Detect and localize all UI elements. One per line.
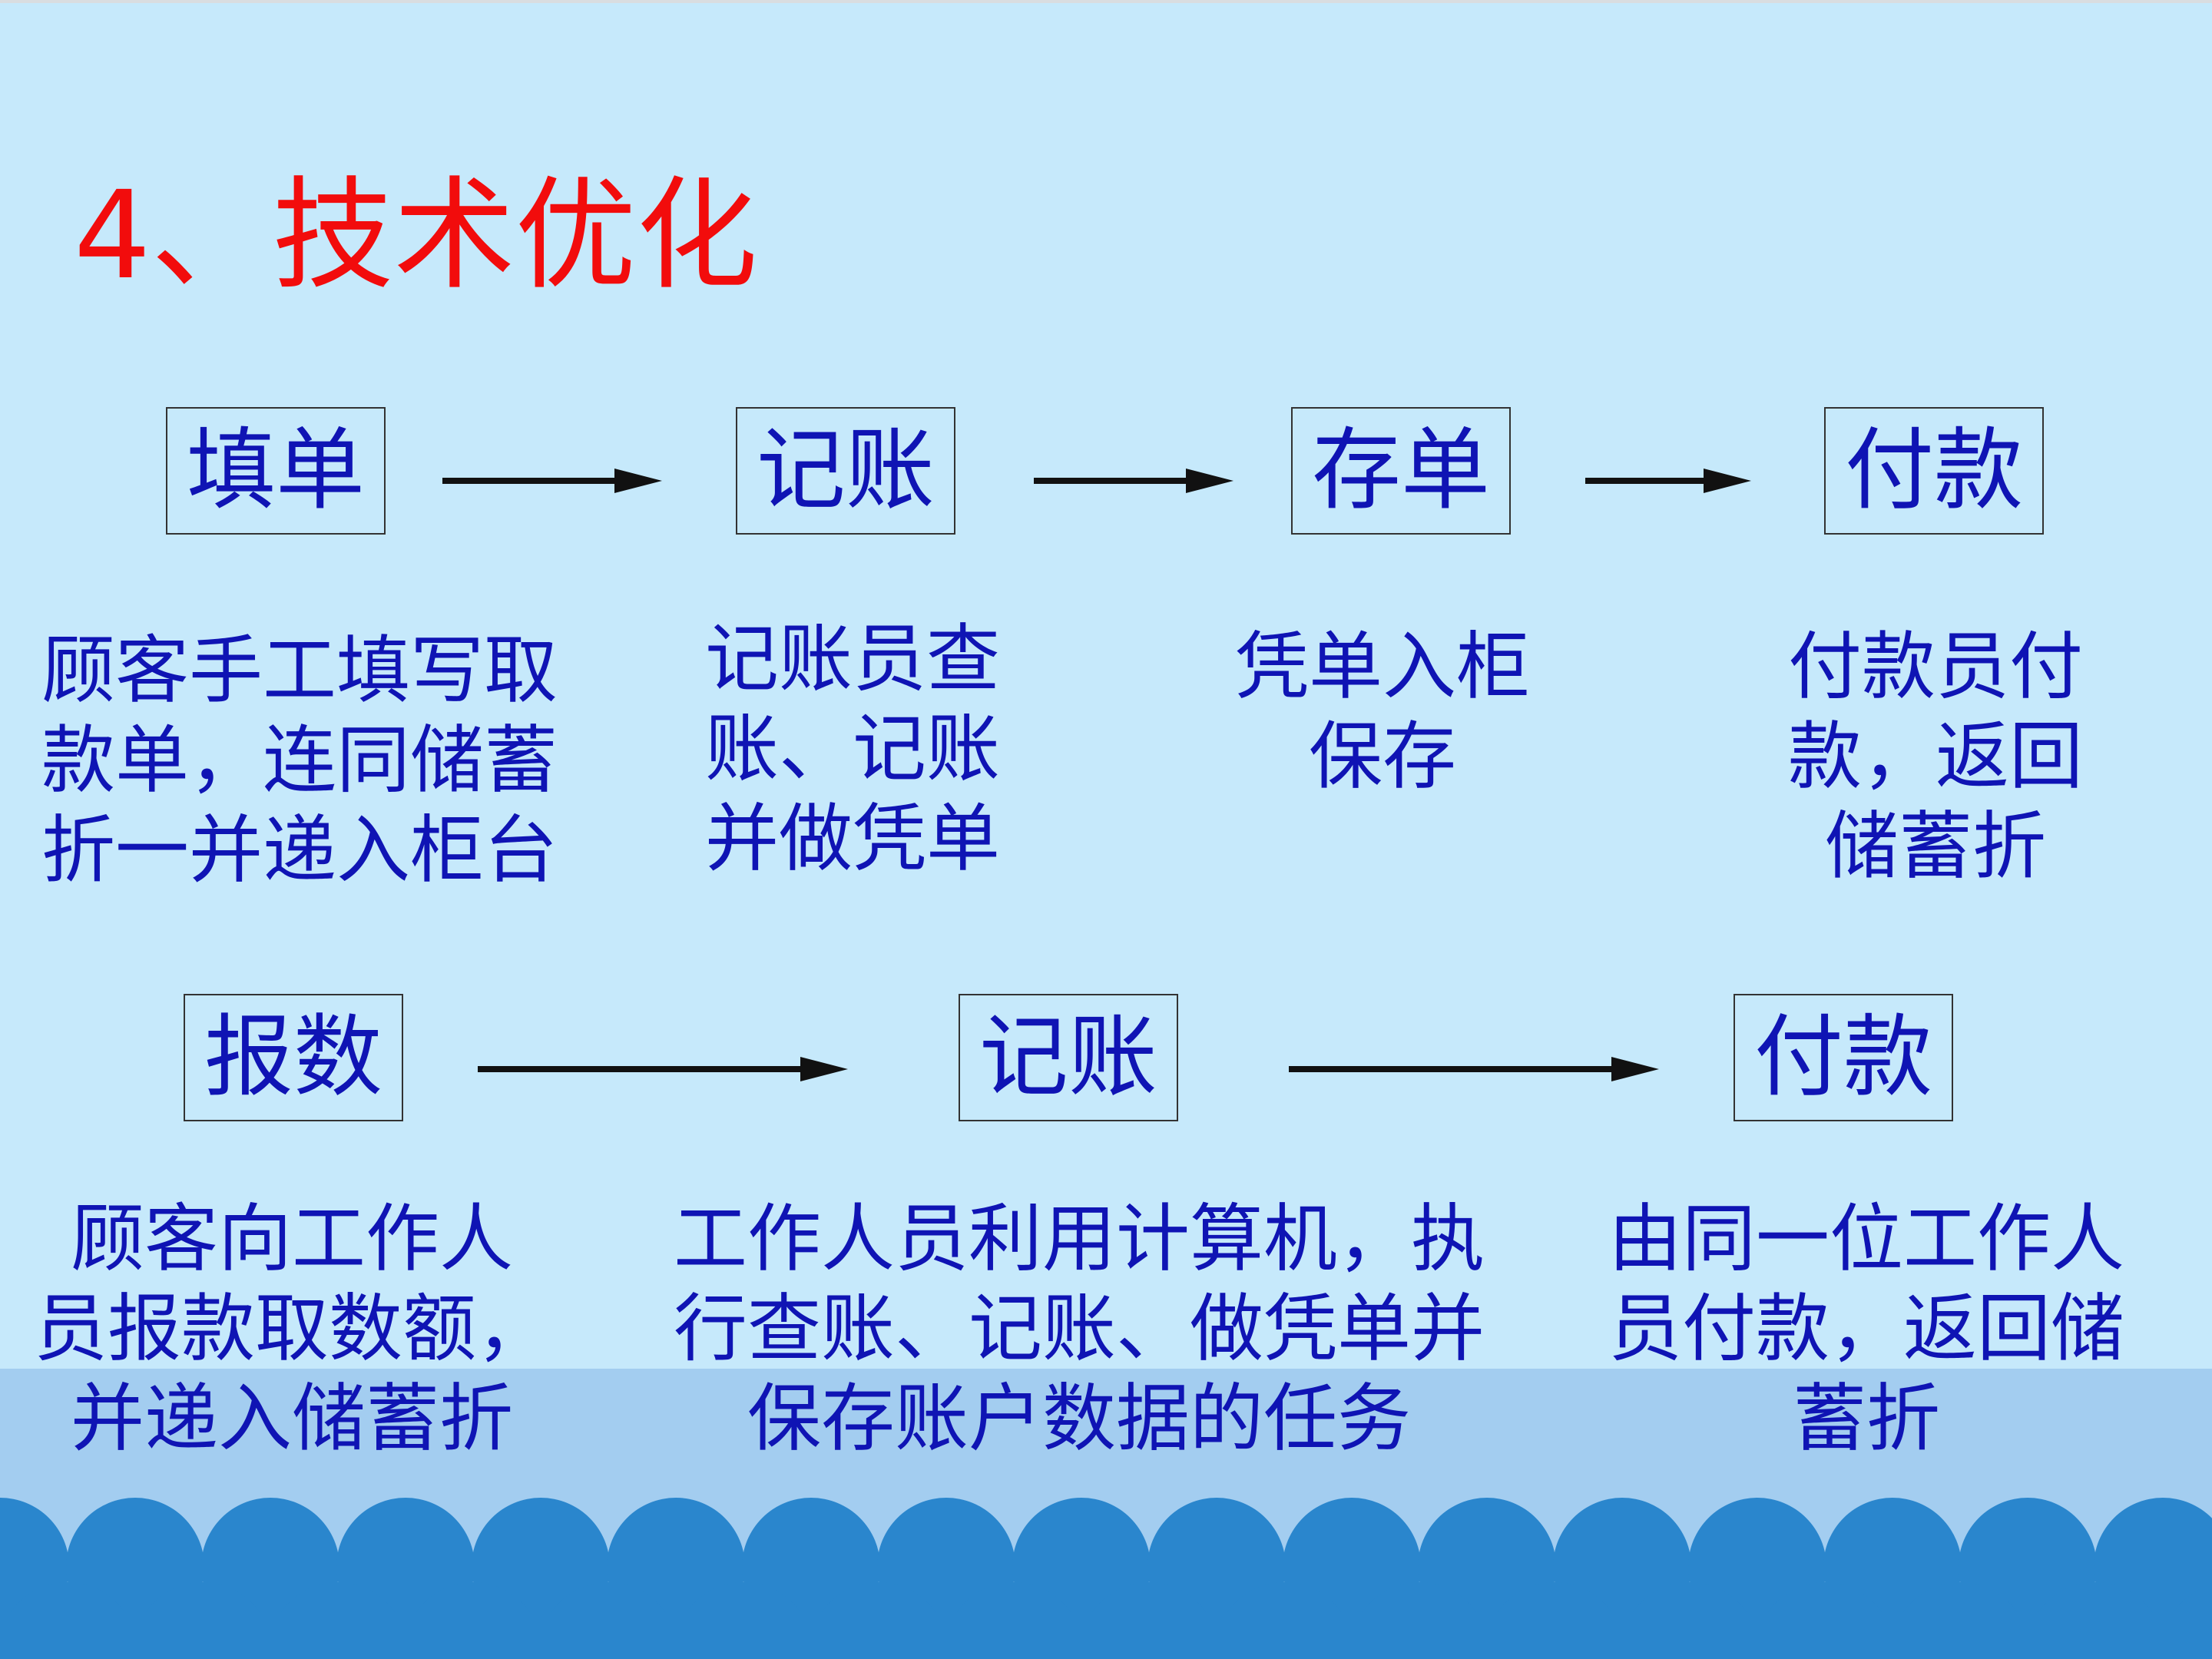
description-line: 工作人员利用计算机，执 (674, 1196, 1485, 1282)
description-line: 员付款，返回储 (1608, 1286, 2124, 1372)
description-line: 保存 (1309, 714, 1456, 800)
flow-arrow (1289, 1054, 1659, 1084)
flow-arrow (442, 465, 662, 496)
description-line: 顾客向工作人 (71, 1196, 513, 1282)
step-label: 记账 (979, 1005, 1157, 1109)
description-line: 款单，连同储蓄 (41, 717, 558, 803)
step-bookkeeping: 记账 (736, 407, 955, 535)
step-label: 记账 (757, 419, 935, 522)
description-line: 并做凭单 (705, 796, 1000, 882)
step-payment: 付款 (1734, 994, 1953, 1121)
description-line: 行查账、记账、做凭单并 (674, 1286, 1485, 1372)
step-description: 记账员查 账、记账 并做凭单 (676, 614, 1029, 884)
wave-base (0, 1613, 2212, 1659)
slide-title: 4、技术优化 (74, 165, 758, 306)
step-description: 顾客手工填写取 款单，连同储蓄 折一并递入柜台 (23, 626, 576, 896)
description-line: 并递入储蓄折 (71, 1376, 513, 1462)
step-description: 工作人员利用计算机，执 行查账、记账、做凭单并 保存账户数据的任务 (661, 1194, 1498, 1464)
top-border (0, 0, 2212, 3)
flow-arrow (478, 1054, 848, 1084)
step-description: 付款员付 款，返回 储蓄折 (1759, 622, 2112, 892)
step-report-amount: 报数 (184, 994, 403, 1121)
description-line: 款，返回 (1788, 714, 2083, 800)
description-line: 员报款取数额， (34, 1286, 550, 1372)
description-line: 记账员查 (705, 616, 1000, 702)
description-line: 凭单入柜 (1235, 624, 1530, 710)
step-label: 付款 (1845, 419, 2023, 522)
step-bookkeeping: 记账 (959, 994, 1178, 1121)
step-deposit-voucher: 存单 (1291, 407, 1511, 535)
step-label: 付款 (1754, 1005, 1932, 1109)
description-line: 折一并递入柜台 (41, 807, 558, 893)
description-line: 由同一位工作人 (1608, 1196, 2124, 1282)
description-line: 账、记账 (705, 706, 1000, 792)
step-description: 凭单入柜 保存 (1206, 622, 1559, 802)
step-label: 填单 (187, 419, 365, 522)
description-line: 储蓄折 (1825, 803, 2046, 889)
step-fill-form: 填单 (166, 407, 386, 535)
step-description: 由同一位工作人 员付款，返回储 蓄折 (1590, 1194, 2143, 1464)
description-line: 顾客手工填写取 (41, 628, 558, 714)
flow-arrow (1034, 465, 1233, 496)
description-line: 付款员付 (1788, 624, 2083, 710)
description-line: 蓄折 (1793, 1376, 1940, 1462)
flow-arrow (1585, 465, 1751, 496)
step-description: 顾客向工作人 员报款取数额， 并递入储蓄折 (15, 1194, 568, 1464)
step-label: 报数 (204, 1005, 382, 1109)
step-payment: 付款 (1824, 407, 2044, 535)
description-line: 保存账户数据的任务 (747, 1376, 1411, 1462)
step-label: 存单 (1312, 419, 1490, 522)
